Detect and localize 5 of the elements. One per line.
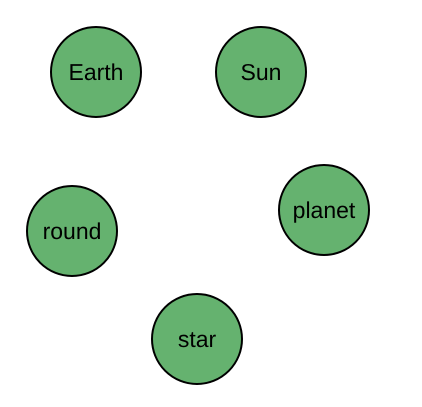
- node-label: star: [178, 326, 216, 352]
- node-label: planet: [292, 196, 356, 224]
- node-label: Earth: [68, 58, 124, 86]
- node-label: Sun: [240, 58, 282, 86]
- node-label: round: [42, 218, 102, 244]
